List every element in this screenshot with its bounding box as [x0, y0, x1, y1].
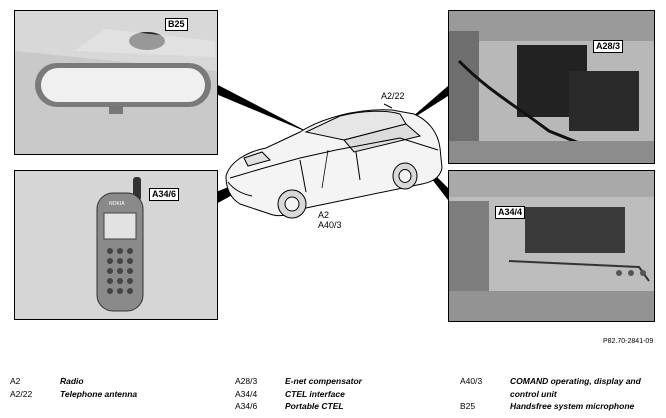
- label-a2: A2: [318, 210, 330, 220]
- label-a40-3: A40/3: [318, 220, 342, 230]
- rearview-mirror-image: [15, 11, 217, 114]
- panel-trunk-bottom: A34/4: [448, 170, 655, 322]
- legend-col1: A2 Radio A2/22 Telephone antenna: [10, 375, 137, 400]
- legend-desc: CTEL interface: [285, 388, 345, 399]
- phone-brand: NOKIA: [109, 201, 125, 207]
- legend-desc: Portable CTEL: [285, 401, 344, 411]
- legend-desc: COMAND operating, display and control un…: [510, 376, 641, 399]
- label-a2-22: A2/22: [381, 91, 405, 101]
- legend-row: A34/4 CTEL interface: [235, 388, 362, 401]
- legend-desc: Telephone antenna: [60, 388, 138, 399]
- callout-a28-3: A28/3: [593, 40, 624, 53]
- legend-code: A2: [10, 376, 21, 386]
- portable-phone-image: [96, 177, 144, 312]
- legend-desc: Radio: [60, 376, 84, 386]
- legend-code: B25: [460, 401, 476, 411]
- legend-row: A40/3 COMAND operating, display and cont…: [460, 375, 650, 400]
- legend-col3: A40/3 COMAND operating, display and cont…: [460, 375, 660, 413]
- legend-code: A40/3: [460, 376, 483, 386]
- pointer-mirror: [216, 84, 314, 135]
- ctel-interface-image: [449, 171, 654, 321]
- legend-code: A34/6: [235, 401, 258, 411]
- legend-desc: E-net compensator: [285, 376, 362, 386]
- callout-b25: B25: [165, 18, 188, 31]
- panel-mirror: B25: [14, 10, 218, 155]
- legend-code: A28/3: [235, 376, 258, 386]
- legend-col2: A28/3 E-net compensator A34/4 CTEL inter…: [235, 375, 362, 413]
- callout-a34-4: A34/4: [495, 206, 526, 219]
- legend-row: A2 Radio: [10, 375, 137, 388]
- e-net-compensator-image: [449, 11, 654, 163]
- reference-number: P82.70-2841-09: [603, 338, 654, 345]
- legend-desc: Handsfree system microphone: [510, 401, 635, 411]
- legend-row: A34/6 Portable CTEL: [235, 400, 362, 413]
- legend-row: B25 Handsfree system microphone: [460, 400, 650, 413]
- legend-code: A2/22: [10, 388, 33, 399]
- panel-phone: NOKIA A34/6: [14, 170, 218, 320]
- legend-code: A34/4: [235, 388, 258, 399]
- legend-row: A28/3 E-net compensator: [235, 375, 362, 388]
- panel-trunk-top: A28/3: [448, 10, 655, 164]
- callout-a34-6: A34/6: [149, 188, 180, 201]
- legend-row: A2/22 Telephone antenna: [10, 388, 137, 401]
